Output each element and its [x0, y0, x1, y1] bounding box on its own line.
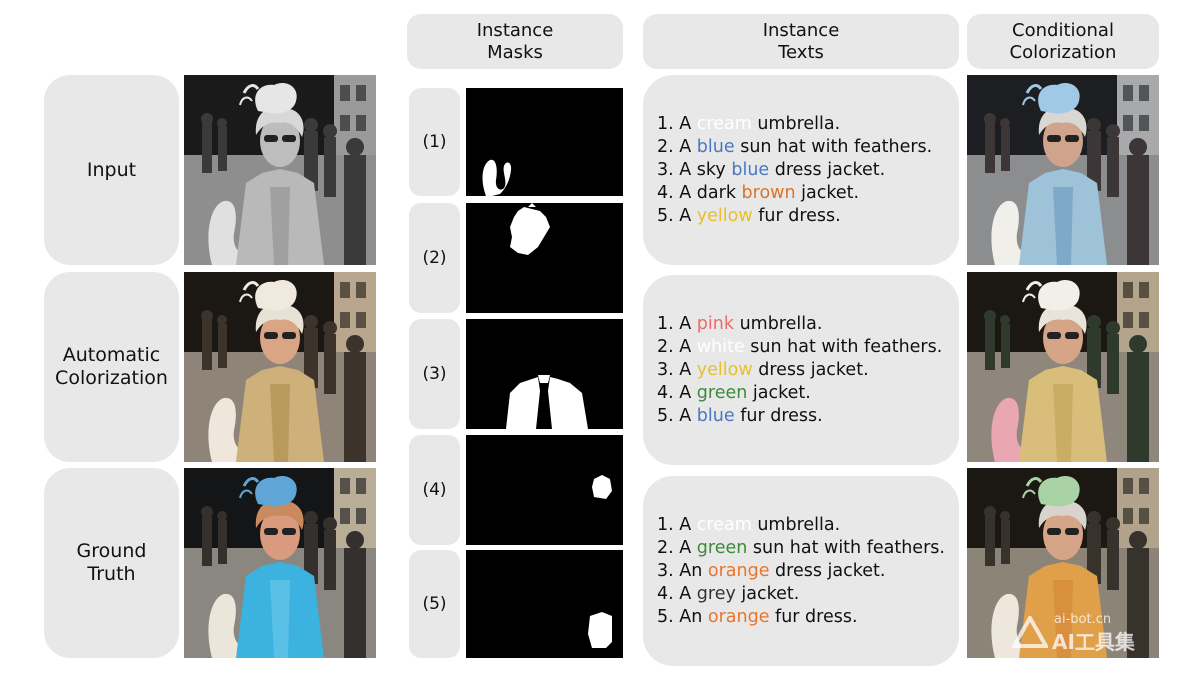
text-suffix: fur dress.: [752, 205, 841, 226]
color-word: white: [696, 336, 745, 357]
instance-text-line: 4. A grey jacket.: [657, 583, 959, 606]
text-suffix: jacket.: [747, 382, 811, 403]
text-prefix: 4. A dark: [657, 182, 742, 203]
color-word: blue: [696, 405, 735, 426]
text-prefix: 5. A: [657, 205, 697, 226]
instance-texts-set-3: 1. A cream umbrella.2. A green sun hat w…: [643, 476, 959, 666]
instance-texts-set-1: 1. A cream umbrella.2. A blue sun hat wi…: [643, 75, 959, 265]
text-suffix: fur dress.: [769, 606, 858, 627]
mask-index-4: (4): [409, 435, 460, 545]
text-suffix: umbrella.: [751, 113, 841, 134]
mask-index-5: (5): [409, 550, 460, 658]
header-conditional-colorization: Conditional Colorization: [967, 14, 1159, 69]
mask-1-umbrella: [466, 88, 623, 196]
text-prefix: 4. A: [657, 382, 697, 403]
text-prefix: 4. A: [657, 583, 697, 604]
instance-text-line: 5. An orange fur dress.: [657, 606, 959, 629]
text-suffix: dress jacket.: [769, 560, 886, 581]
text-prefix: 2. A: [657, 136, 697, 157]
row-label-automatic-colorization: Automatic Colorization: [44, 272, 179, 462]
header-instance-texts: Instance Texts: [643, 14, 959, 69]
text-prefix: 5. A: [657, 405, 697, 426]
mask-index-2: (2): [409, 203, 460, 313]
photo-input: [184, 75, 376, 265]
mask-4-jacket: [466, 435, 623, 545]
instance-text-line: 5. A yellow fur dress.: [657, 205, 959, 228]
text-prefix: 3. An: [657, 560, 708, 581]
text-suffix: dress jacket.: [769, 159, 886, 180]
instance-texts-set-2: 1. A pink umbrella.2. A white sun hat wi…: [643, 275, 959, 465]
instance-text-line: 2. A white sun hat with feathers.: [657, 336, 959, 359]
mask-5-fur-dress: [466, 550, 623, 658]
text-prefix: 3. A sky: [657, 159, 732, 180]
instance-text-line: 4. A dark brown jacket.: [657, 182, 959, 205]
instance-text-line: 5. A blue fur dress.: [657, 405, 959, 428]
color-word: yellow: [696, 359, 753, 380]
text-suffix: sun hat with feathers.: [747, 537, 945, 558]
color-word: green: [696, 537, 748, 558]
mask-index-3: (3): [409, 319, 460, 429]
text-suffix: dress jacket.: [752, 359, 869, 380]
text-suffix: umbrella.: [751, 514, 841, 535]
text-suffix: sun hat with feathers.: [734, 136, 933, 157]
color-word: grey: [696, 583, 736, 604]
color-word: yellow: [696, 205, 753, 226]
text-prefix: 2. A: [657, 336, 697, 357]
instance-text-line: 1. A cream umbrella.: [657, 514, 959, 537]
instance-text-line: 1. A cream umbrella.: [657, 113, 959, 136]
instance-text-line: 2. A green sun hat with feathers.: [657, 537, 959, 560]
mask-index-1: (1): [409, 88, 460, 196]
color-word: cream: [696, 113, 752, 134]
photo-automatic-colorization: [184, 272, 376, 462]
color-word: brown: [741, 182, 796, 203]
photo-conditional-3: [967, 468, 1159, 658]
color-word: green: [696, 382, 748, 403]
photo-conditional-2: [967, 272, 1159, 462]
text-prefix: 5. An: [657, 606, 708, 627]
text-suffix: jacket.: [735, 583, 800, 604]
photo-ground-truth: [184, 468, 376, 658]
text-suffix: umbrella.: [734, 313, 823, 334]
color-word: cream: [696, 514, 752, 535]
text-prefix: 1. A: [657, 113, 697, 134]
text-prefix: 2. A: [657, 537, 697, 558]
text-suffix: sun hat with feathers.: [744, 336, 943, 357]
text-suffix: jacket.: [795, 182, 860, 203]
text-prefix: 3. A: [657, 359, 697, 380]
color-word: pink: [696, 313, 734, 334]
color-word: orange: [707, 606, 770, 627]
instance-text-line: 3. An orange dress jacket.: [657, 560, 959, 583]
row-label-input: Input: [44, 75, 179, 265]
text-prefix: 1. A: [657, 514, 697, 535]
photo-conditional-1: [967, 75, 1159, 265]
color-word: orange: [707, 560, 770, 581]
header-instance-masks: Instance Masks: [407, 14, 623, 69]
color-word: blue: [696, 136, 735, 157]
color-word: blue: [731, 159, 770, 180]
watermark-logo: ai-bot.cn AI工具集: [1012, 612, 1162, 654]
mask-2-hat: [466, 203, 623, 313]
row-label-ground-truth: Ground Truth: [44, 468, 179, 658]
instance-text-line: 3. A sky blue dress jacket.: [657, 159, 959, 182]
text-suffix: fur dress.: [734, 405, 823, 426]
instance-text-line: 4. A green jacket.: [657, 382, 959, 405]
instance-text-line: 1. A pink umbrella.: [657, 313, 959, 336]
instance-text-line: 2. A blue sun hat with feathers.: [657, 136, 959, 159]
instance-text-line: 3. A yellow dress jacket.: [657, 359, 959, 382]
text-prefix: 1. A: [657, 313, 697, 334]
mask-3-dress-jacket: [466, 319, 623, 429]
